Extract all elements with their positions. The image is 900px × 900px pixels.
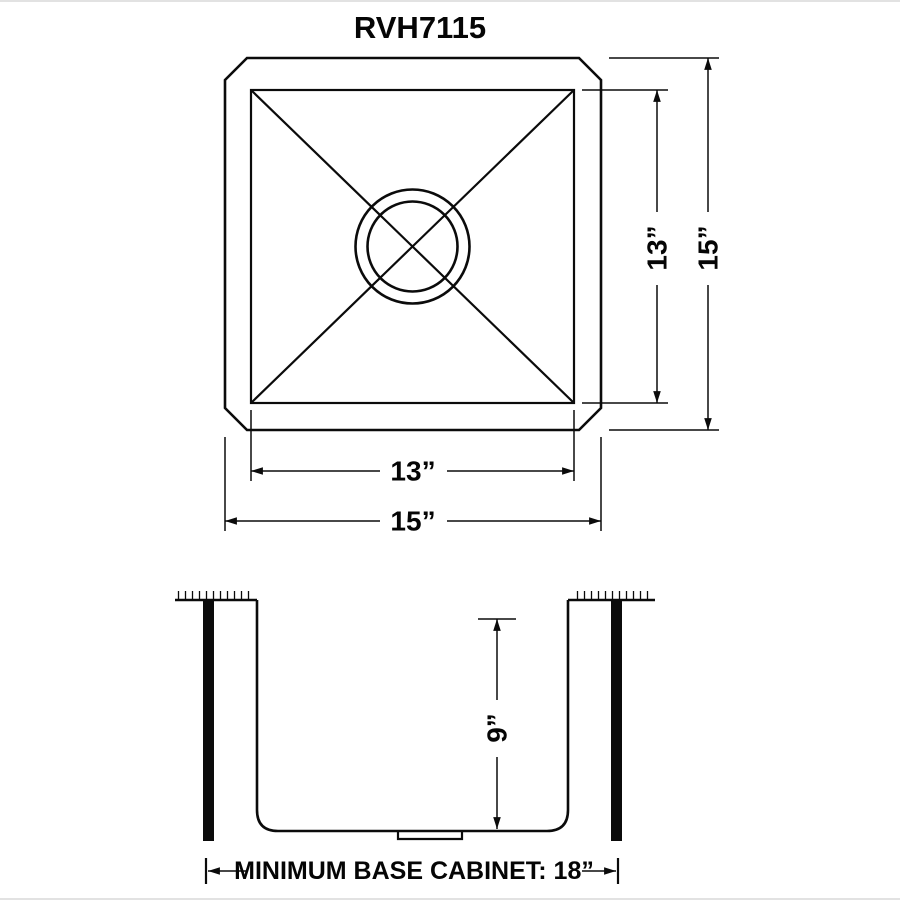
dim-outer-width: 15”	[225, 506, 601, 537]
dim-inner-height-label: 13”	[642, 225, 673, 270]
countertop-hatch-left	[176, 591, 254, 600]
dim-depth: 9”	[478, 618, 516, 829]
cabinet-wall-left	[203, 600, 214, 841]
dim-base-cabinet: MINIMUM BASE CABINET: 18”	[204, 857, 620, 885]
dim-outer-width-label: 15”	[390, 506, 435, 537]
sink-bowl-edge	[249, 88, 576, 405]
model-number: RVH7115	[354, 10, 486, 45]
dim-outer-height-label: 15”	[693, 225, 724, 270]
dim-inner-width-label: 13”	[390, 456, 435, 487]
cabinet-wall-right	[611, 600, 622, 841]
bowl-slope-lines	[250, 89, 575, 404]
dim-inner-width: 13”	[250, 456, 574, 487]
dim-inner-height: 13”	[642, 90, 673, 403]
sink-outer-rim	[223, 56, 603, 432]
sink-section-outline	[255, 600, 570, 833]
top-view: 13” 15” 13” 15”	[223, 56, 724, 537]
drain-outer-ring	[354, 188, 471, 305]
drain-fitting	[396, 831, 464, 841]
side-view: 9” MINIMUM BASE CABINET: 18”	[175, 591, 655, 885]
dim-outer-height: 15”	[693, 58, 724, 430]
drain-inner-ring	[366, 200, 459, 293]
dim-depth-label: 9”	[482, 713, 513, 743]
dim-base-cabinet-label: MINIMUM BASE CABINET: 18”	[234, 857, 594, 885]
countertop-hatch-right	[572, 591, 652, 600]
